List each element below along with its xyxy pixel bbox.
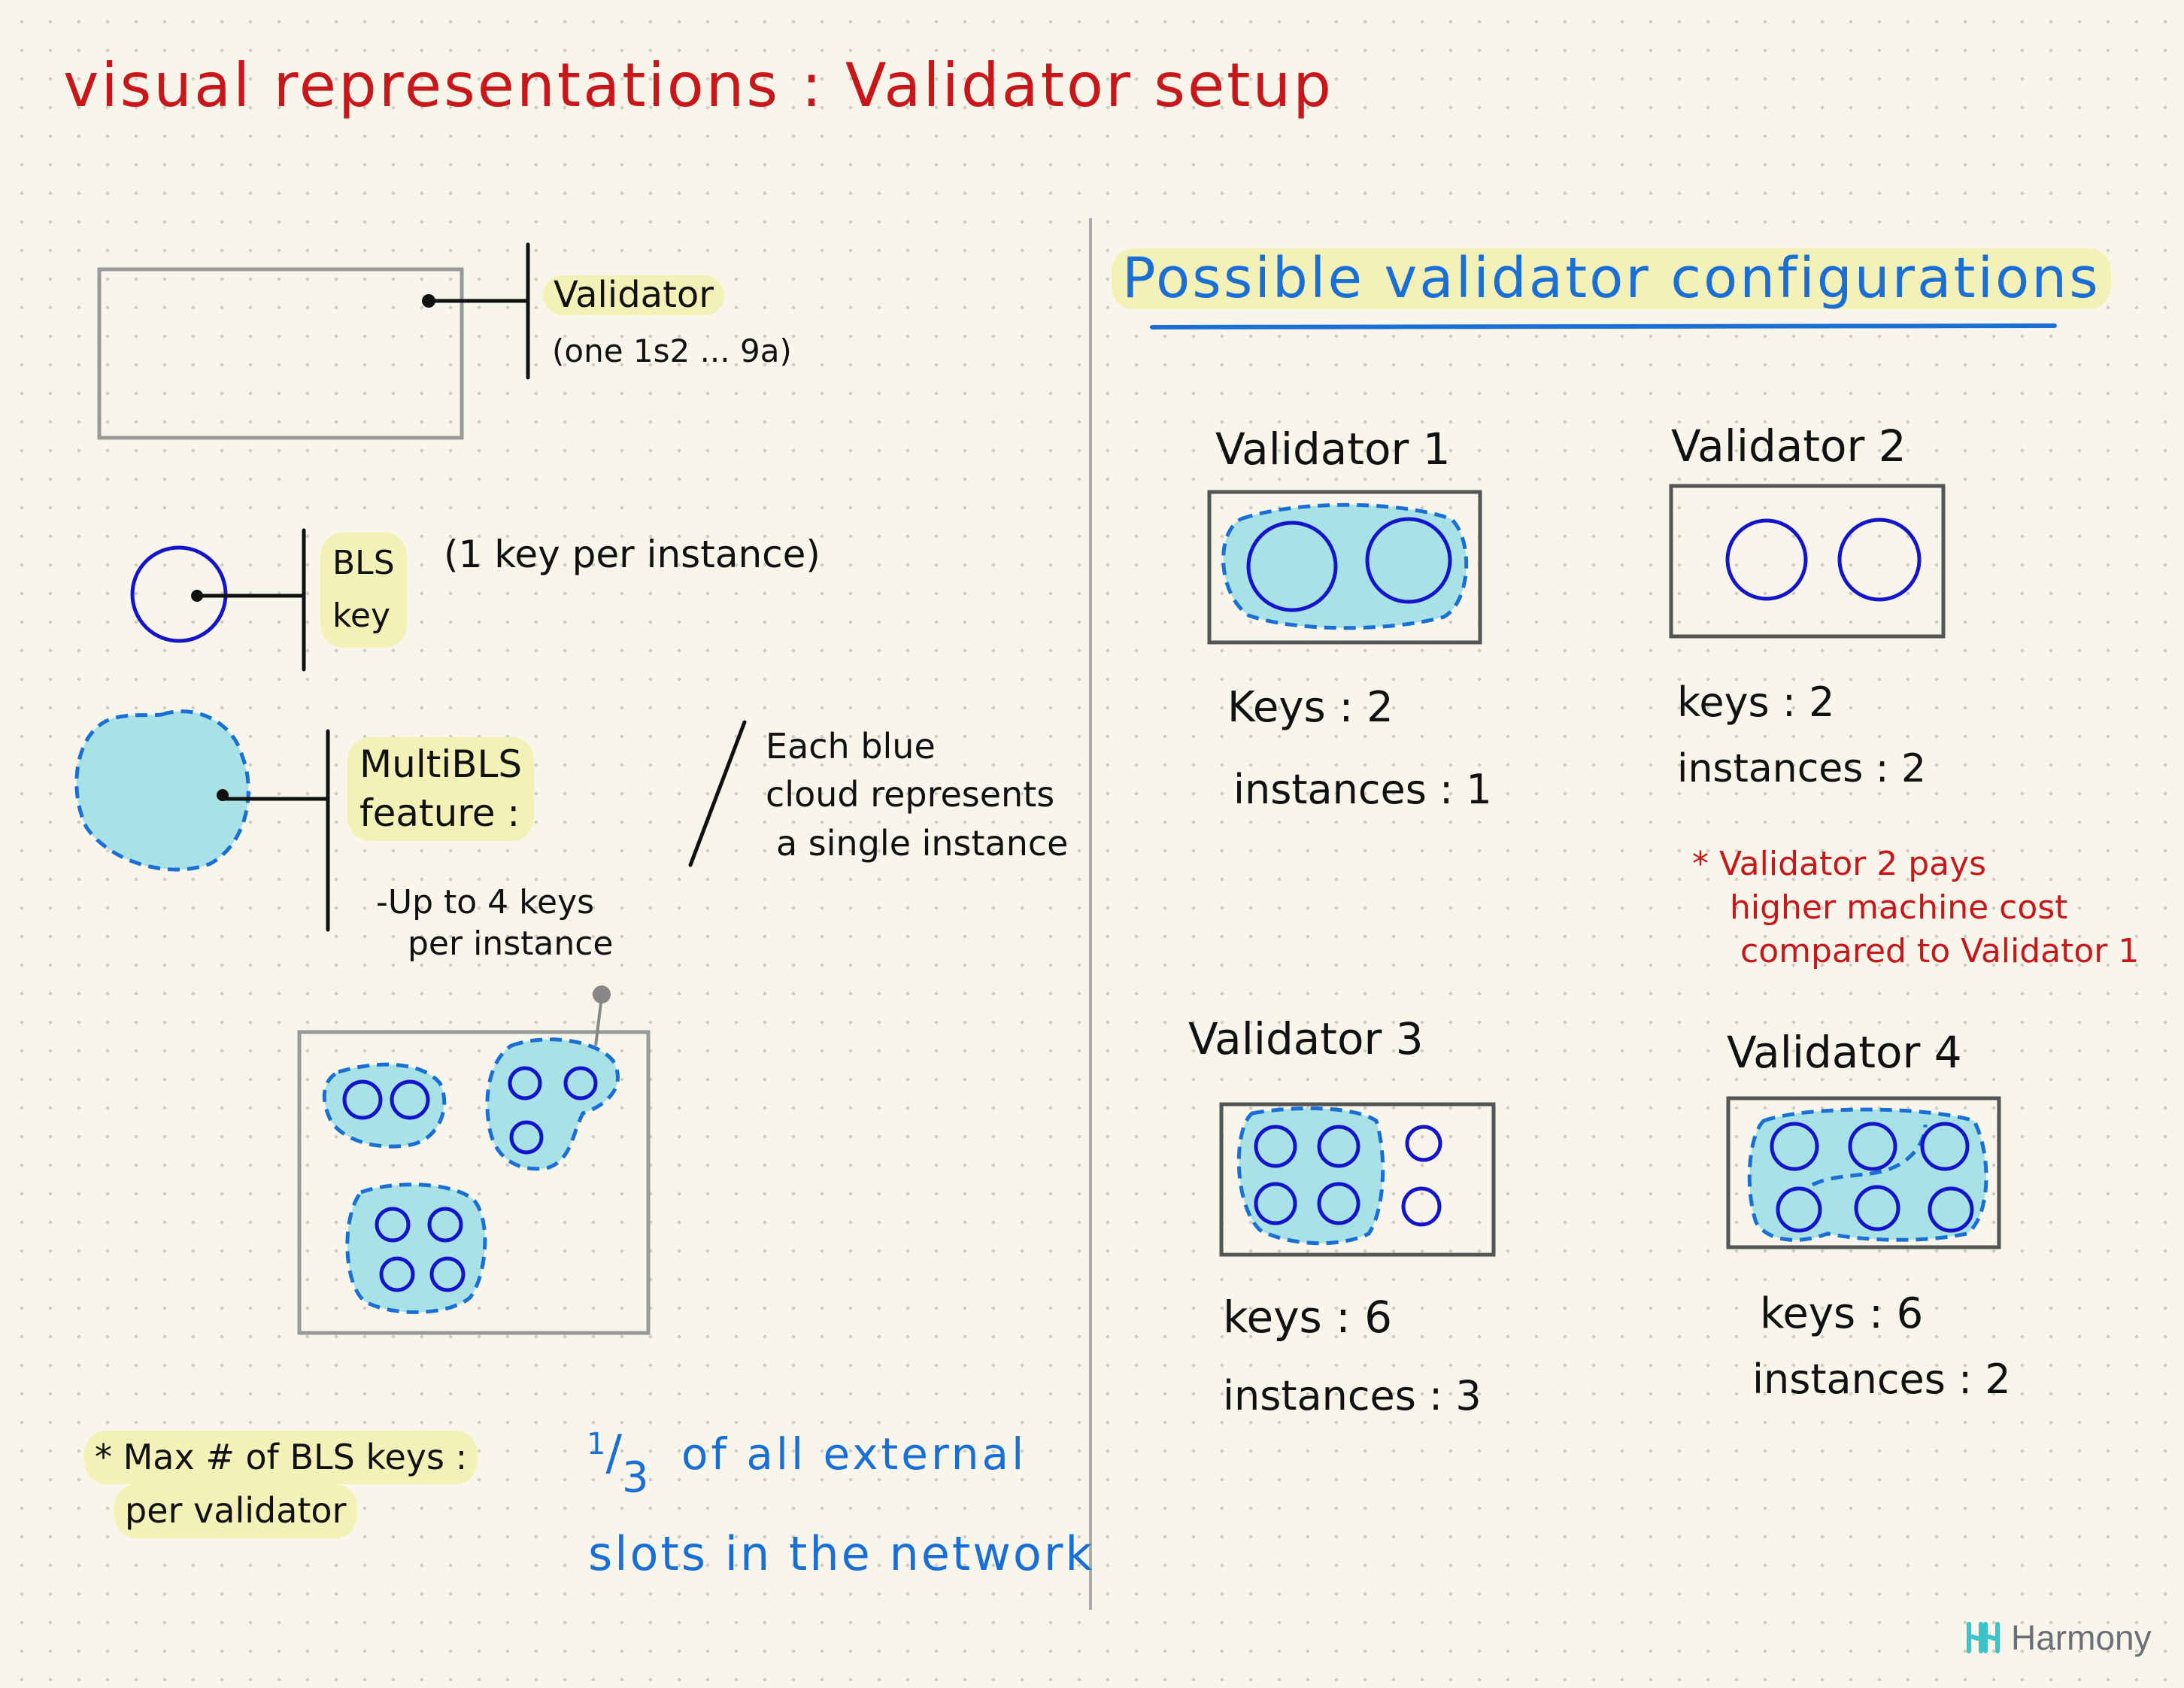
harmony-logo-text: Harmony (2011, 1618, 2152, 1657)
multibls-legend-detail: -Up to 4 keys per instance (376, 882, 613, 964)
cost-note-line1: * Validator 2 pays (1692, 845, 1987, 883)
validator-1-key (1246, 521, 1338, 612)
validator-4-box (1726, 1096, 2001, 1249)
max-note-value-line2: slots in the network (588, 1526, 1095, 1581)
validator-3-keys: keys : 6 (1223, 1292, 1393, 1343)
validator-4-cloud (1747, 1107, 1988, 1242)
validator-3-name: Validator 3 (1188, 1013, 1424, 1064)
validator-3-instances: instances : 3 (1223, 1372, 1482, 1419)
example-key (508, 1066, 542, 1101)
validator-1-keys: Keys : 2 (1227, 683, 1394, 732)
cloud-note-line2: cloud represents (766, 774, 1055, 815)
max-note-line1: * Max # of BLS keys : (84, 1431, 478, 1485)
validator-4-instances: instances : 2 (1752, 1356, 2011, 1403)
multibls-cloud-legend (74, 709, 250, 872)
validator-1-cloud (1221, 502, 1469, 630)
max-note-value-line1: of all external (681, 1428, 1027, 1480)
multibls-legend-label: MultiBLS feature : (347, 737, 535, 841)
multibls-legend-label-line1: MultiBLS (359, 742, 523, 786)
max-note-label: * Max # of BLS keys : per validator (84, 1431, 478, 1538)
validator-3-key (1317, 1125, 1360, 1168)
validator-4-key (1928, 1186, 1974, 1233)
validator-2-key (1837, 518, 1922, 602)
cloud-note-line3: a single instance (776, 822, 1069, 864)
validator-legend-label: Validator (543, 275, 724, 315)
bls-legend-note: (1 key per instance) (444, 533, 821, 576)
note-slash (688, 720, 747, 867)
example-pin-line (594, 996, 603, 1046)
validator-2-keys: keys : 2 (1677, 679, 1835, 726)
harmony-logo: Harmony (1963, 1617, 2152, 1658)
validator-3-key (1254, 1125, 1297, 1168)
validator-4-key (1770, 1122, 1819, 1171)
example-key (390, 1079, 430, 1120)
validator-3-key (1401, 1186, 1442, 1227)
example-cloud-2 (485, 1037, 620, 1171)
cloud-note: Each blue cloud represents a single inst… (766, 722, 1068, 867)
example-key (563, 1066, 598, 1101)
cost-note-line3: compared to Validator 1 (1740, 932, 2140, 971)
validator-legend-sub: (one 1s2 ... 9a) (552, 332, 792, 369)
cloud-note-line1: Each blue (766, 726, 936, 767)
fraction-numerator: 1 (587, 1427, 606, 1462)
validator-4-key (1848, 1122, 1897, 1171)
validator-2-instances: instances : 2 (1677, 746, 1927, 791)
validator-2-box (1669, 484, 1946, 639)
validator-4-key (1776, 1186, 1822, 1233)
bls-legend-label-line1: BLS (332, 544, 395, 582)
harmony-logo-icon (1967, 1622, 2000, 1653)
bls-legend-label: BLS key (320, 533, 407, 648)
validator-3-box (1219, 1102, 1496, 1257)
validator-3-key (1317, 1182, 1360, 1225)
validator-3-cloud (1236, 1106, 1385, 1246)
validator-box-legend (97, 267, 464, 440)
example-key (375, 1207, 411, 1243)
validator-1-box (1207, 490, 1482, 645)
validator-3-key (1254, 1182, 1297, 1225)
example-key (342, 1079, 383, 1120)
configs-heading: Possible validator configurations (1112, 247, 2111, 310)
example-cloud-3 (345, 1183, 487, 1314)
example-validator-box (297, 1030, 651, 1335)
example-pin-dot (593, 985, 611, 1003)
page-title: visual representations : Validator setup (63, 50, 1334, 120)
validator-2-name: Validator 2 (1671, 420, 1906, 472)
validator-3-key (1405, 1125, 1442, 1162)
max-note-line2: per validator (114, 1484, 357, 1538)
validator-1-instances: instances : 1 (1233, 766, 1492, 813)
multibls-legend-label-line2: feature : (359, 791, 520, 835)
bls-legend-label-line2: key (332, 597, 391, 636)
example-key (429, 1256, 466, 1292)
multibls-detail-line2: per instance (408, 924, 614, 963)
validator-1-key (1365, 517, 1452, 604)
cost-note-line2: higher machine cost (1730, 888, 2068, 927)
fraction-slash: / (605, 1425, 623, 1481)
validator-4-keys: keys : 6 (1760, 1289, 1924, 1338)
validator-4-key (1920, 1122, 1970, 1171)
validator-1-name: Validator 1 (1215, 424, 1451, 475)
example-key (379, 1256, 415, 1292)
example-key (509, 1120, 544, 1155)
max-note-value-fraction: 1/3 (587, 1427, 649, 1499)
validator-2-cost-note: * Validator 2 pays higher machine cost c… (1692, 842, 2139, 973)
multibls-detail-line1: -Up to 4 keys (376, 883, 595, 921)
validator-4-key (1854, 1185, 1900, 1231)
example-key (427, 1207, 463, 1243)
fraction-denominator: 3 (622, 1453, 649, 1502)
validator-2-key (1725, 518, 1808, 601)
validator-4-name: Validator 4 (1727, 1027, 1962, 1078)
heading-underline (1150, 323, 2057, 329)
